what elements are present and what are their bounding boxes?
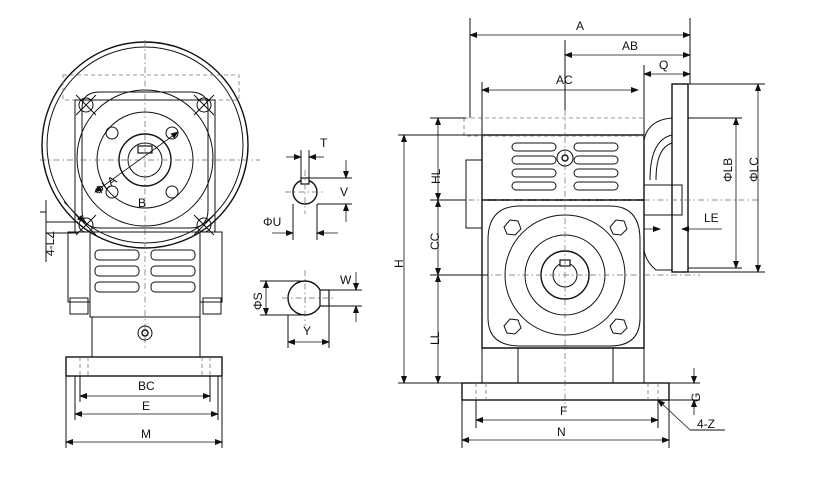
cooling-fins-side bbox=[511, 142, 619, 191]
output-flange-face bbox=[487, 205, 641, 347]
side-bolt-left bbox=[69, 297, 89, 315]
label-Y: Y bbox=[303, 324, 311, 338]
side-bolt-right bbox=[202, 297, 222, 315]
base-plate-front bbox=[65, 356, 223, 377]
dim-line-LA bbox=[94, 131, 179, 193]
hex-bolt-tl bbox=[503, 219, 522, 236]
label-HL: HL bbox=[429, 168, 443, 184]
label-E: E bbox=[142, 399, 150, 413]
lower-housing bbox=[481, 199, 645, 349]
label-LE: LE bbox=[704, 211, 719, 225]
label-W: W bbox=[340, 273, 352, 287]
label-F: F bbox=[560, 404, 567, 418]
drain-plug-inner bbox=[141, 329, 149, 337]
label-BC: BC bbox=[138, 379, 155, 393]
side-cover bbox=[465, 159, 483, 229]
side-view: A AB Q AC HL CC LL H ΦLB ΦLC LE bbox=[392, 18, 765, 448]
hidden-upper-outline bbox=[463, 117, 645, 137]
label-Q: Q bbox=[659, 58, 668, 72]
label-LA: ΦLA bbox=[91, 173, 119, 199]
input-shaft-detail: T V ΦU bbox=[263, 136, 352, 240]
label-G: G bbox=[689, 393, 703, 402]
leader-Z bbox=[657, 399, 691, 431]
label-LB: ΦLB bbox=[721, 158, 735, 182]
base-plate-side bbox=[461, 382, 670, 401]
left-side-lug bbox=[67, 231, 91, 303]
hex-bolt-bl bbox=[503, 318, 522, 335]
label-LZ: 4-LZ bbox=[43, 231, 57, 256]
label-T: T bbox=[320, 136, 328, 150]
label-CC: CC bbox=[428, 232, 442, 250]
hex-bolt-br bbox=[609, 318, 628, 335]
input-flange-body bbox=[643, 117, 673, 271]
label-B: B bbox=[138, 196, 146, 210]
label-H: H bbox=[392, 259, 406, 268]
label-S: ΦS bbox=[251, 292, 265, 310]
label-LC: ΦLC bbox=[747, 157, 761, 182]
input-flange-plate bbox=[671, 83, 689, 273]
upper-housing bbox=[481, 134, 645, 201]
mount-hole-tl bbox=[75, 94, 97, 116]
side-pedestal bbox=[517, 347, 614, 384]
label-A: A bbox=[576, 19, 584, 33]
output-bore-detail: ΦS W Y bbox=[251, 270, 362, 348]
bolt-hole-4 bbox=[165, 185, 179, 199]
label-U: ΦU bbox=[263, 215, 281, 229]
mount-hole-tr bbox=[193, 94, 215, 116]
label-N: N bbox=[557, 425, 566, 439]
cooling-fins-front bbox=[94, 249, 196, 293]
input-square-face bbox=[81, 91, 209, 229]
right-side-lug bbox=[199, 231, 223, 303]
label-M: M bbox=[141, 427, 151, 441]
label-AB: AB bbox=[622, 39, 638, 53]
hex-bolt-tr bbox=[609, 219, 628, 236]
pedestal bbox=[91, 316, 201, 358]
front-view: ΦLA B 4-LZ BC E M bbox=[40, 40, 260, 448]
bolt-hole-1 bbox=[105, 126, 119, 140]
label-V: V bbox=[340, 185, 348, 199]
label-LL: LL bbox=[428, 331, 442, 345]
label-AC: AC bbox=[556, 73, 573, 87]
label-Z: 4-Z bbox=[697, 417, 715, 431]
input-shaft-key bbox=[300, 177, 310, 185]
drain-plug-outer bbox=[137, 325, 153, 341]
